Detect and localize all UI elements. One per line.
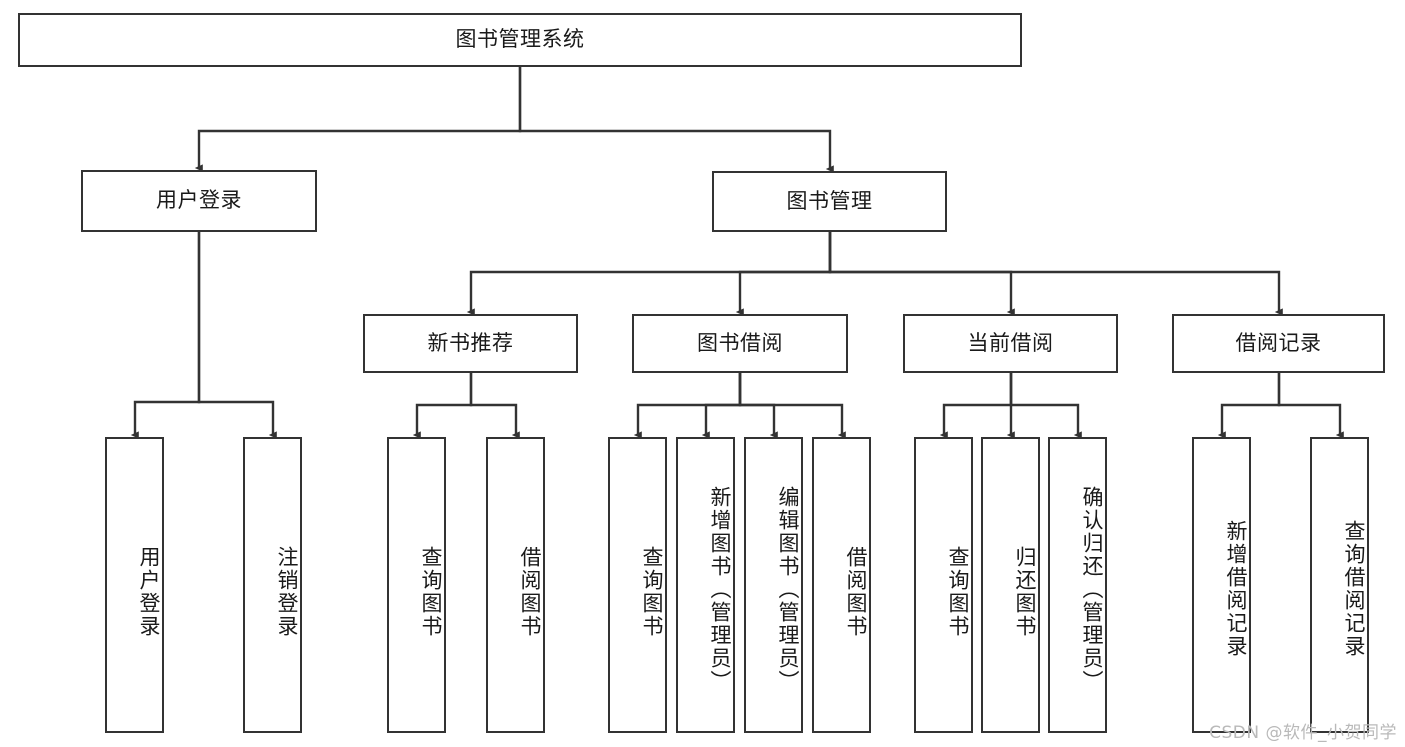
- node-leaf-10[interactable]: 归还图书: [981, 437, 1040, 733]
- node-root[interactable]: 图书管理系统: [18, 13, 1022, 67]
- node-bookmgmt[interactable]: 图书管理: [712, 171, 947, 232]
- edge-current-to-leaf-11: [1009, 373, 1082, 439]
- node-leaf-2[interactable]: 注销登录: [243, 437, 302, 733]
- node-leaf-3[interactable]: 查询图书: [387, 437, 446, 733]
- edge-root-to-bookmgmt: [518, 67, 834, 173]
- edge-paths: [130, 67, 1344, 439]
- edge-login-to-leaf-2: [197, 232, 277, 439]
- node-leaf-11[interactable]: 确认归还（管理员）: [1048, 437, 1107, 733]
- node-current[interactable]: 当前借阅: [903, 314, 1118, 373]
- edge-newbook-to-leaf-4: [469, 373, 520, 439]
- node-leaf-6[interactable]: 新增图书（管理员）: [676, 437, 735, 733]
- node-borrow[interactable]: 图书借阅: [632, 314, 848, 373]
- node-leaf-4[interactable]: 借阅图书: [486, 437, 545, 733]
- edge-bookmgmt-to-records: [828, 232, 1283, 316]
- node-leaf-8[interactable]: 借阅图书: [812, 437, 871, 733]
- node-leaf-1[interactable]: 用户登录: [105, 437, 164, 733]
- watermark-text: CSDN @软件_小贺同学: [1209, 723, 1397, 743]
- edge-borrow-to-leaf-6: [701, 373, 742, 439]
- node-login[interactable]: 用户登录: [81, 170, 317, 232]
- edge-newbook-to-leaf-3: [412, 373, 473, 439]
- edge-bookmgmt-to-borrow: [735, 232, 832, 316]
- edge-records-to-leaf-12: [1217, 373, 1281, 439]
- node-records[interactable]: 借阅记录: [1172, 314, 1385, 373]
- node-leaf-5[interactable]: 查询图书: [608, 437, 667, 733]
- node-newbook[interactable]: 新书推荐: [363, 314, 578, 373]
- edge-borrow-to-leaf-8: [738, 373, 846, 439]
- node-leaf-13[interactable]: 查询借阅记录: [1310, 437, 1369, 733]
- edge-current-to-leaf-9: [939, 373, 1013, 439]
- edge-login-to-leaf-1: [130, 232, 201, 439]
- node-leaf-9[interactable]: 查询图书: [914, 437, 973, 733]
- edge-root-to-login: [194, 67, 522, 172]
- edge-records-to-leaf-13: [1277, 373, 1344, 439]
- node-leaf-12[interactable]: 新增借阅记录: [1192, 437, 1251, 733]
- node-leaf-7[interactable]: 编辑图书（管理员）: [744, 437, 803, 733]
